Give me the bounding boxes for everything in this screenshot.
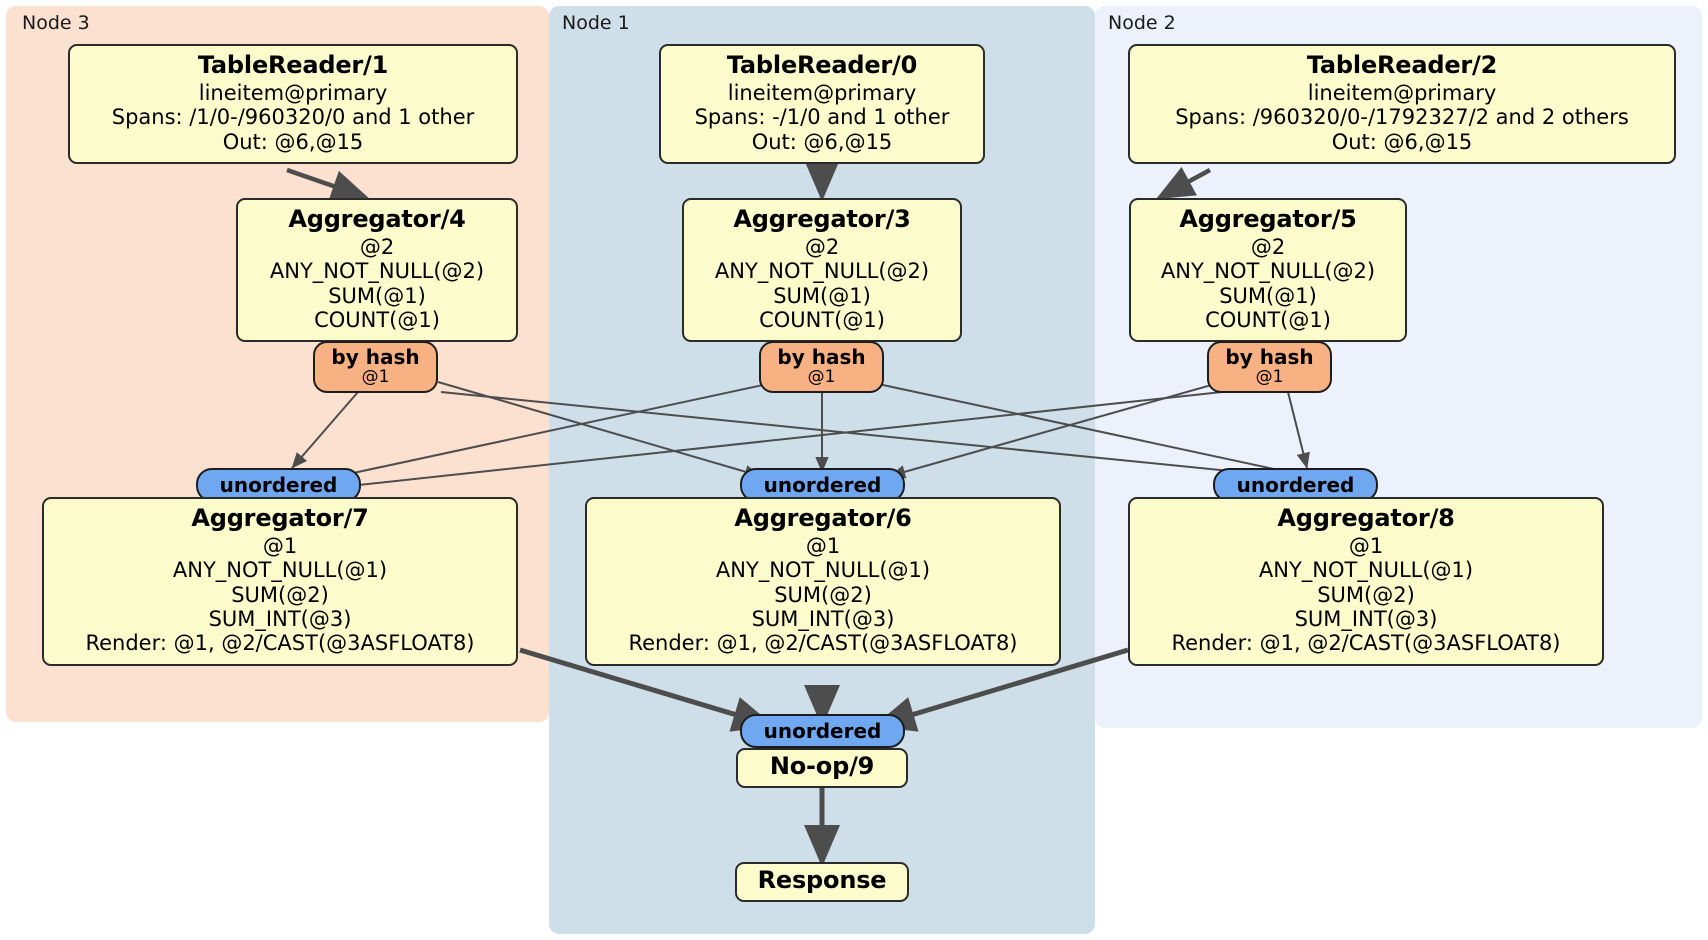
router-sublabel: @1 xyxy=(361,367,390,387)
processor-line: SUM(@1) xyxy=(328,283,426,308)
processor-line: ANY_NOT_NULL(@1) xyxy=(172,558,388,583)
processor-response[interactable]: Response xyxy=(735,862,909,902)
processor-line: Out: @6,@15 xyxy=(1331,129,1473,154)
processor-line: Out: @6,@15 xyxy=(222,129,364,154)
processor-line: SUM(@2) xyxy=(774,582,872,607)
processor-aggregator7[interactable]: Aggregator/7 @1 ANY_NOT_NULL(@1) SUM(@2)… xyxy=(42,497,518,666)
processor-line: ANY_NOT_NULL(@2) xyxy=(1160,259,1376,284)
processor-line: Spans: /1/0-/960320/0 and 1 other xyxy=(111,105,475,130)
processor-line: Out: @6,@15 xyxy=(751,129,893,154)
processor-title: Aggregator/4 xyxy=(288,205,466,233)
processor-line: Spans: -/1/0 and 1 other xyxy=(694,105,950,130)
router-sublabel: @1 xyxy=(807,367,836,387)
router-label: by hash xyxy=(331,345,420,369)
processor-line: @1 xyxy=(805,533,841,558)
processor-line: ANY_NOT_NULL(@2) xyxy=(269,259,485,284)
processor-tablereader2[interactable]: TableReader/2 lineitem@primary Spans: /9… xyxy=(1128,44,1676,164)
router-by-hash-mid[interactable]: by hash @1 xyxy=(759,341,884,393)
processor-title: Aggregator/7 xyxy=(191,504,369,532)
processor-line: SUM(@1) xyxy=(1219,283,1317,308)
processor-noop9[interactable]: No-op/9 xyxy=(736,748,908,788)
processor-line: lineitem@primary xyxy=(198,80,388,105)
router-label: unordered xyxy=(763,719,882,743)
processor-line: Spans: /960320/0-/1792327/2 and 2 others xyxy=(1175,105,1629,130)
processor-line: lineitem@primary xyxy=(1307,80,1497,105)
processor-line: SUM(@1) xyxy=(773,283,871,308)
processor-title: Aggregator/8 xyxy=(1277,504,1455,532)
processor-title: Aggregator/3 xyxy=(733,205,911,233)
processor-line: SUM_INT(@3) xyxy=(208,606,352,631)
node-panel-label-node1: Node 1 xyxy=(562,12,630,34)
node-panel-label-node2: Node 2 xyxy=(1108,12,1176,34)
router-label: by hash xyxy=(1225,345,1314,369)
processor-line: @2 xyxy=(1250,234,1286,259)
processor-line: @2 xyxy=(359,234,395,259)
processor-aggregator3[interactable]: Aggregator/3 @2 ANY_NOT_NULL(@2) SUM(@1)… xyxy=(682,198,962,343)
node-panel-label-node3: Node 3 xyxy=(22,12,90,34)
processor-line: Render: @1, @2/CAST(@3ASFLOAT8) xyxy=(628,631,1018,656)
processor-line: @1 xyxy=(1348,533,1384,558)
processor-title: TableReader/2 xyxy=(1306,51,1498,79)
router-label: unordered xyxy=(219,473,338,497)
router-by-hash-left[interactable]: by hash @1 xyxy=(313,341,438,393)
processor-title: Aggregator/6 xyxy=(734,504,912,532)
processor-line: SUM(@2) xyxy=(1317,582,1415,607)
processor-line: COUNT(@1) xyxy=(314,307,440,332)
router-label: unordered xyxy=(1236,473,1355,497)
processor-aggregator4[interactable]: Aggregator/4 @2 ANY_NOT_NULL(@2) SUM(@1)… xyxy=(236,198,518,343)
processor-line: Render: @1, @2/CAST(@3ASFLOAT8) xyxy=(85,631,475,656)
processor-line: @1 xyxy=(262,533,298,558)
processor-line: @2 xyxy=(804,234,840,259)
router-label: by hash xyxy=(777,345,866,369)
processor-line: SUM(@2) xyxy=(231,582,329,607)
processor-line: COUNT(@1) xyxy=(1205,307,1331,332)
router-unordered-final[interactable]: unordered xyxy=(740,714,905,748)
processor-line: ANY_NOT_NULL(@1) xyxy=(715,558,931,583)
processor-line: ANY_NOT_NULL(@1) xyxy=(1258,558,1474,583)
router-by-hash-right[interactable]: by hash @1 xyxy=(1207,341,1332,393)
processor-title: TableReader/0 xyxy=(726,51,918,79)
router-label: unordered xyxy=(763,473,882,497)
processor-line: Render: @1, @2/CAST(@3ASFLOAT8) xyxy=(1171,631,1561,656)
processor-line: COUNT(@1) xyxy=(759,307,885,332)
processor-title: Response xyxy=(757,866,887,894)
router-sublabel: @1 xyxy=(1255,367,1284,387)
processor-line: SUM_INT(@3) xyxy=(1294,606,1438,631)
processor-title: TableReader/1 xyxy=(197,51,389,79)
processor-tablereader0[interactable]: TableReader/0 lineitem@primary Spans: -/… xyxy=(659,44,985,164)
processor-aggregator6[interactable]: Aggregator/6 @1 ANY_NOT_NULL(@1) SUM(@2)… xyxy=(585,497,1061,666)
processor-aggregator5[interactable]: Aggregator/5 @2 ANY_NOT_NULL(@2) SUM(@1)… xyxy=(1129,198,1407,343)
processor-title: No-op/9 xyxy=(769,752,875,780)
processor-line: SUM_INT(@3) xyxy=(751,606,895,631)
processor-tablereader1[interactable]: TableReader/1 lineitem@primary Spans: /1… xyxy=(68,44,518,164)
processor-aggregator8[interactable]: Aggregator/8 @1 ANY_NOT_NULL(@1) SUM(@2)… xyxy=(1128,497,1604,666)
processor-title: Aggregator/5 xyxy=(1179,205,1357,233)
processor-line: ANY_NOT_NULL(@2) xyxy=(714,259,930,284)
processor-line: lineitem@primary xyxy=(727,80,917,105)
